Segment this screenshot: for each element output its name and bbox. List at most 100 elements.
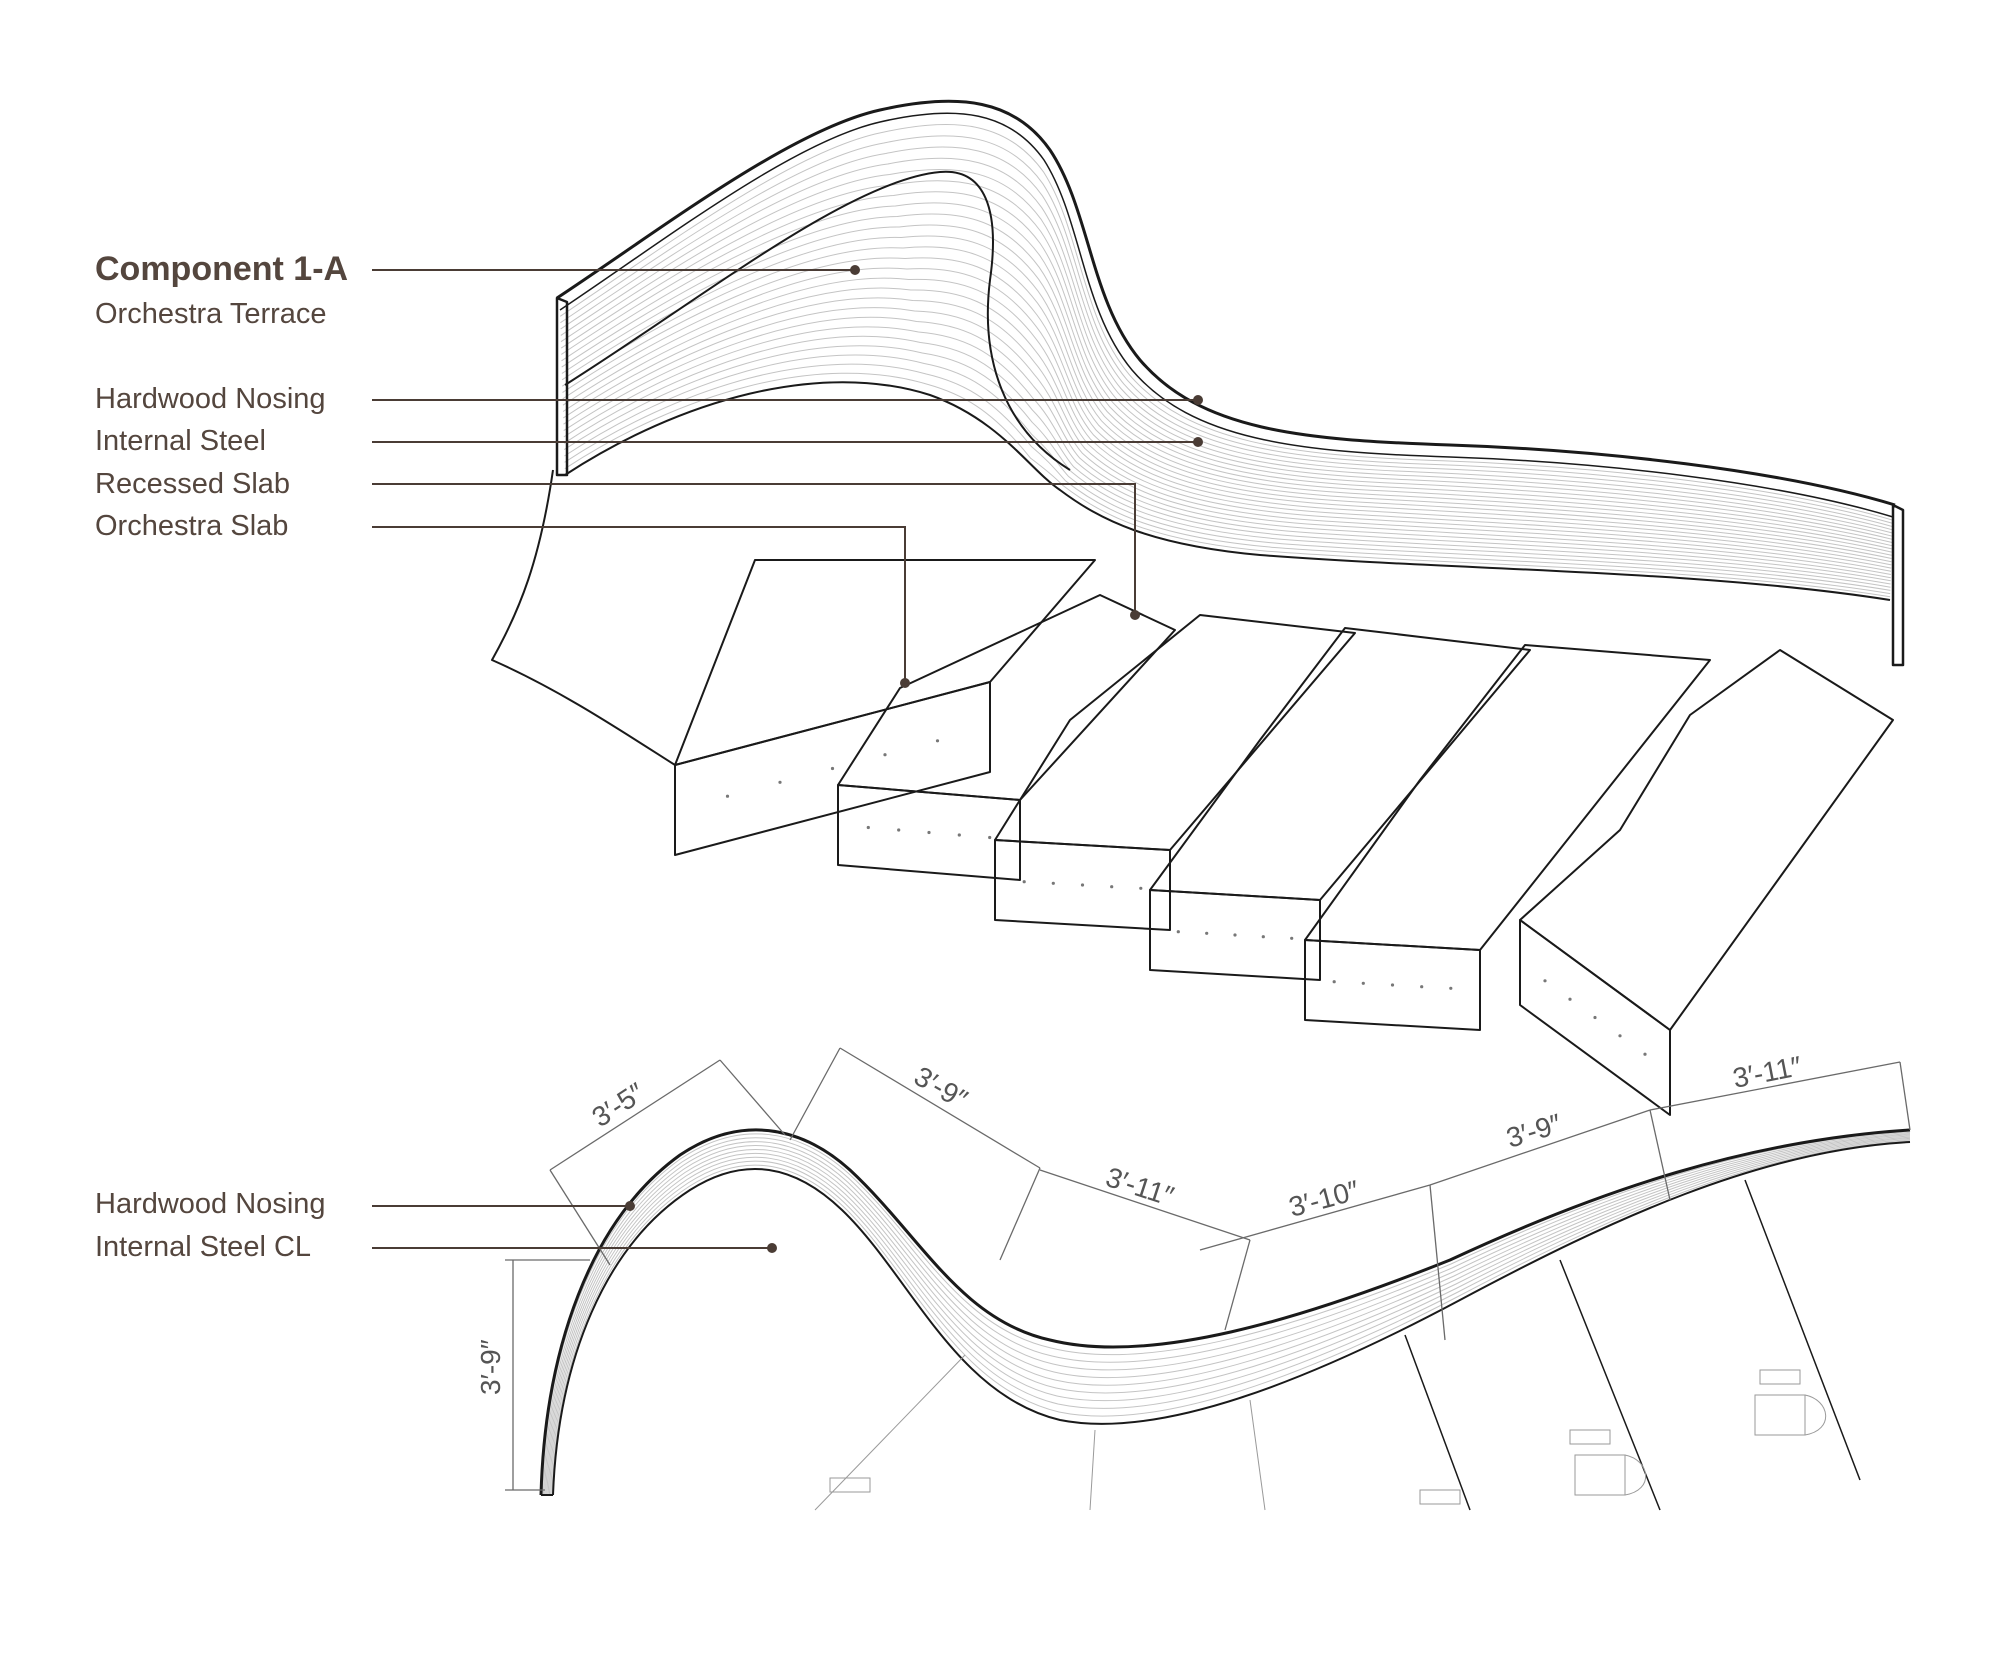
dimension-labels: 3′-5″ 3′-9″ 3′-11″ 3′-10″ 3′-9″ 3′-11″ 3… bbox=[475, 1050, 1804, 1395]
dim-label-2: 3′-9″ bbox=[909, 1060, 973, 1115]
radial-support-lines bbox=[814, 1179, 1861, 1511]
concrete-aggregate-dot bbox=[866, 825, 870, 830]
slab-step-4-top bbox=[1149, 627, 1531, 901]
top-callout-block: Component 1-A Orchestra Terrace Hardwood… bbox=[95, 250, 1203, 688]
slab-step-1-top bbox=[674, 559, 1096, 766]
callout-orchestra-slab: Orchestra Slab bbox=[95, 510, 288, 542]
plan-hatch-line bbox=[548, 1137, 1911, 1496]
nosing-outer-edge bbox=[539, 1128, 1911, 1496]
concrete-aggregate-dot bbox=[1176, 930, 1180, 934]
wall-hatch-line bbox=[563, 335, 1891, 585]
leader-plan-hardwood-nosing-dot bbox=[625, 1201, 635, 1211]
dim-label-3: 3′-11″ bbox=[1102, 1161, 1177, 1212]
wall-hatch-line bbox=[561, 191, 1893, 540]
concrete-aggregate-dot bbox=[1205, 931, 1209, 935]
dim-label-6: 3′-11″ bbox=[1730, 1050, 1804, 1094]
concrete-aggregate-dot bbox=[1543, 979, 1547, 983]
concrete-aggregate-dot bbox=[1110, 885, 1114, 889]
wall-hatch-line bbox=[561, 235, 1892, 553]
wall-hatch-line bbox=[561, 213, 1893, 547]
component-title: Component 1-A bbox=[95, 250, 348, 288]
callout-recessed-slab: Recessed Slab bbox=[95, 468, 290, 500]
concrete-aggregate-dot bbox=[1022, 880, 1026, 884]
wall-hatch-line bbox=[559, 124, 1894, 521]
terrace-wall-lower-edge bbox=[564, 381, 1891, 601]
dimension-lines bbox=[505, 1047, 1911, 1491]
plan-hatch-line bbox=[546, 1135, 1911, 1496]
wall-hatch-line bbox=[563, 345, 1891, 588]
leader-hardwood-nosing-dot bbox=[1193, 395, 1203, 405]
leader-component-dot bbox=[850, 265, 860, 275]
slab-step-4-front bbox=[1149, 889, 1321, 981]
isometric-terrace-view bbox=[491, 99, 1905, 1116]
concrete-aggregate-dot bbox=[1051, 881, 1055, 885]
wall-hatch-line bbox=[564, 372, 1891, 598]
concrete-aggregate-dot bbox=[1449, 986, 1453, 990]
concrete-aggregate-dot bbox=[1618, 1034, 1622, 1038]
nosing-profile-hatch bbox=[541, 1130, 1911, 1496]
slab-step-2-top bbox=[837, 594, 1176, 801]
concrete-aggregate-dot bbox=[830, 766, 835, 771]
plan-hatch-line bbox=[545, 1134, 1911, 1496]
terrace-left-end bbox=[555, 296, 569, 477]
concrete-aggregate-dot bbox=[1261, 935, 1265, 939]
slab-step-3-front bbox=[994, 839, 1171, 931]
concrete-aggregate-dot bbox=[883, 753, 887, 757]
slab-step-3-top bbox=[994, 614, 1356, 851]
wall-hatch-line bbox=[563, 297, 1892, 572]
seat-glyphs bbox=[829, 1369, 1827, 1505]
wall-hatch-line bbox=[562, 257, 1892, 559]
bottom-callout-block: Hardwood Nosing Internal Steel CL bbox=[95, 1188, 777, 1263]
wall-hatch-line bbox=[560, 180, 1893, 537]
concrete-aggregate-dot bbox=[1420, 985, 1424, 989]
dim-label-5: 3′-9″ bbox=[1503, 1108, 1565, 1154]
wall-hatch-line bbox=[564, 363, 1891, 595]
terrace-top-edge bbox=[556, 99, 1896, 507]
concrete-aggregate-dot bbox=[988, 835, 992, 840]
wall-hatch-line bbox=[563, 307, 1891, 575]
dim-label-7: 3′-9″ bbox=[475, 1339, 506, 1395]
plan-hatch-line bbox=[551, 1140, 1911, 1496]
concrete-aggregate-dot bbox=[1290, 936, 1294, 940]
slab-step-6-top bbox=[1519, 649, 1894, 1031]
wall-hatch-line bbox=[560, 157, 1893, 531]
wall-hatch-line bbox=[562, 277, 1892, 566]
wall-hatch-line bbox=[564, 354, 1891, 591]
orchestra-floor-edge bbox=[491, 469, 676, 766]
callout-internal-steel: Internal Steel bbox=[95, 425, 266, 457]
concrete-aggregate-dot bbox=[1361, 981, 1365, 985]
concrete-aggregate-dot bbox=[1390, 983, 1395, 987]
plan-hatch-line bbox=[547, 1136, 1911, 1496]
concrete-aggregate-dot bbox=[935, 739, 940, 743]
terrace-inner-arch bbox=[564, 170, 1071, 471]
concrete-aggregate-dot bbox=[927, 830, 931, 835]
plan-hatch-line bbox=[542, 1131, 1911, 1496]
callout-plan-internal-steel-cl: Internal Steel CL bbox=[95, 1231, 311, 1263]
wall-hatch-line bbox=[563, 316, 1891, 579]
wall-hatch-line bbox=[560, 146, 1893, 528]
terrace-wall-surface bbox=[559, 124, 1894, 598]
wall-hatch-line bbox=[561, 224, 1892, 550]
wall-hatch-line bbox=[560, 135, 1893, 524]
concrete-aggregate-dot bbox=[1139, 886, 1143, 890]
concrete-aggregate-dot bbox=[897, 828, 901, 832]
component-subtitle: Orchestra Terrace bbox=[95, 298, 327, 330]
concrete-aggregate-dot bbox=[957, 833, 961, 837]
concrete-aggregate-dot bbox=[1080, 883, 1085, 887]
orchestra-slab-steps bbox=[674, 559, 1894, 1116]
dim-label-1: 3′-5″ bbox=[586, 1077, 650, 1133]
leader-recessed-slab-dot bbox=[1130, 610, 1140, 620]
nosing-inner-edge bbox=[552, 1141, 1911, 1496]
wall-hatch-line bbox=[562, 246, 1892, 556]
concrete-aggregate-dot bbox=[725, 794, 730, 798]
callout-hardwood-nosing: Hardwood Nosing bbox=[95, 383, 326, 415]
wall-hatch-line bbox=[560, 168, 1893, 534]
leader-orchestra-slab bbox=[372, 526, 906, 683]
plan-hatch-line bbox=[544, 1133, 1911, 1496]
leader-internal-steel-dot bbox=[1193, 437, 1203, 447]
concrete-aggregate-dot bbox=[1332, 980, 1336, 984]
slab-step-2-front bbox=[837, 784, 1021, 881]
terrace-top-edge-inner bbox=[559, 112, 1894, 518]
terrace-right-end bbox=[1891, 503, 1905, 667]
